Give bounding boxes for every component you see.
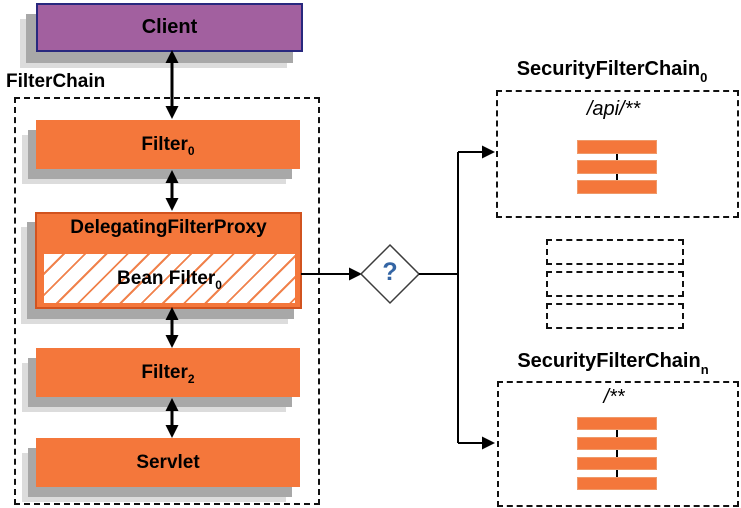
filter-bar [577, 437, 657, 450]
filter-bar [577, 140, 657, 154]
security-filter-chain-0-subscript: 0 [700, 70, 708, 85]
security-filter-chain-n-title-text: SecurityFilterChain [517, 350, 701, 372]
servlet-box: Servlet [36, 438, 300, 487]
security-filter-chain-n-title: SecurityFilterChainn [483, 350, 741, 377]
security-filter-chain-n-subscript: n [700, 362, 709, 377]
security-filter-chain-0-filters [577, 140, 657, 194]
filterchain-container [14, 97, 320, 505]
filter2-subscript: 2 [187, 371, 195, 386]
filterchain-label: FilterChain [6, 71, 106, 92]
filter-bar [577, 180, 657, 194]
decision-question-mark: ? [382, 258, 398, 286]
top-branch-arrowhead [482, 145, 495, 159]
filter-bar [577, 477, 657, 490]
security-filter-chain-0-title-text: SecurityFilterChain [516, 58, 701, 80]
security-filter-chain-0-box [496, 90, 739, 218]
security-filter-chain-0-title: SecurityFilterChain0 [482, 58, 741, 85]
security-filter-chain-0-pattern: /api/** [586, 98, 641, 120]
placeholder-chain-box [546, 271, 684, 297]
bean-filter-subscript: 0 [215, 277, 222, 292]
placeholder-chain-box [546, 303, 684, 329]
security-filter-chain-n-pattern: /** [603, 386, 625, 408]
bottom-branch-arrowhead [482, 436, 495, 450]
filter-bar [577, 417, 657, 430]
delegating-filter-proxy-title: DelegatingFilterProxy [70, 217, 267, 238]
filter0-subscript: 0 [187, 143, 195, 158]
security-filter-chain-n-filters [577, 417, 657, 490]
client-box: Client [36, 3, 303, 52]
branch-lines [419, 145, 495, 450]
security-filter-chain-n-box [497, 381, 739, 507]
filter0-label: Filter [141, 133, 188, 155]
bean-filter-label: Bean Filter [117, 267, 216, 289]
placeholder-chain-box [546, 239, 684, 265]
client-label: Client [141, 16, 198, 38]
filter-bar [577, 457, 657, 470]
filter2-label: Filter [141, 361, 188, 383]
filter-bar [577, 160, 657, 174]
additional-chains-placeholders [546, 239, 684, 329]
servlet-label: Servlet [136, 451, 200, 473]
